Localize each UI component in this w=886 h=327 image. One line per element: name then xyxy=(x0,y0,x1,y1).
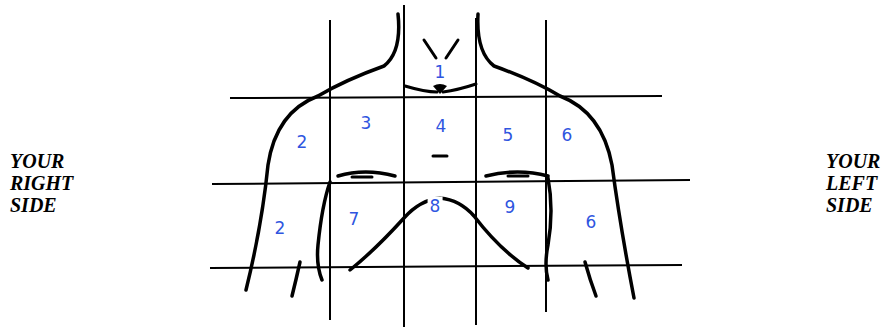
callout-number: 2 xyxy=(295,133,310,152)
callout-number: 3 xyxy=(359,114,374,133)
callout-number: 4 xyxy=(434,117,449,136)
side-label: YOUR LEFT SIDE xyxy=(826,150,880,216)
callout-number: 1 xyxy=(433,63,448,82)
callout-number: 9 xyxy=(503,198,518,217)
callout-number: 5 xyxy=(501,126,516,145)
callout-number: 6 xyxy=(584,213,599,232)
side-label: YOUR RIGHT SIDE xyxy=(10,150,73,216)
callout-number: 6 xyxy=(560,126,575,145)
callout-number: 7 xyxy=(347,210,362,229)
callout-number: 8 xyxy=(428,197,443,216)
callout-number: 2 xyxy=(273,219,288,238)
